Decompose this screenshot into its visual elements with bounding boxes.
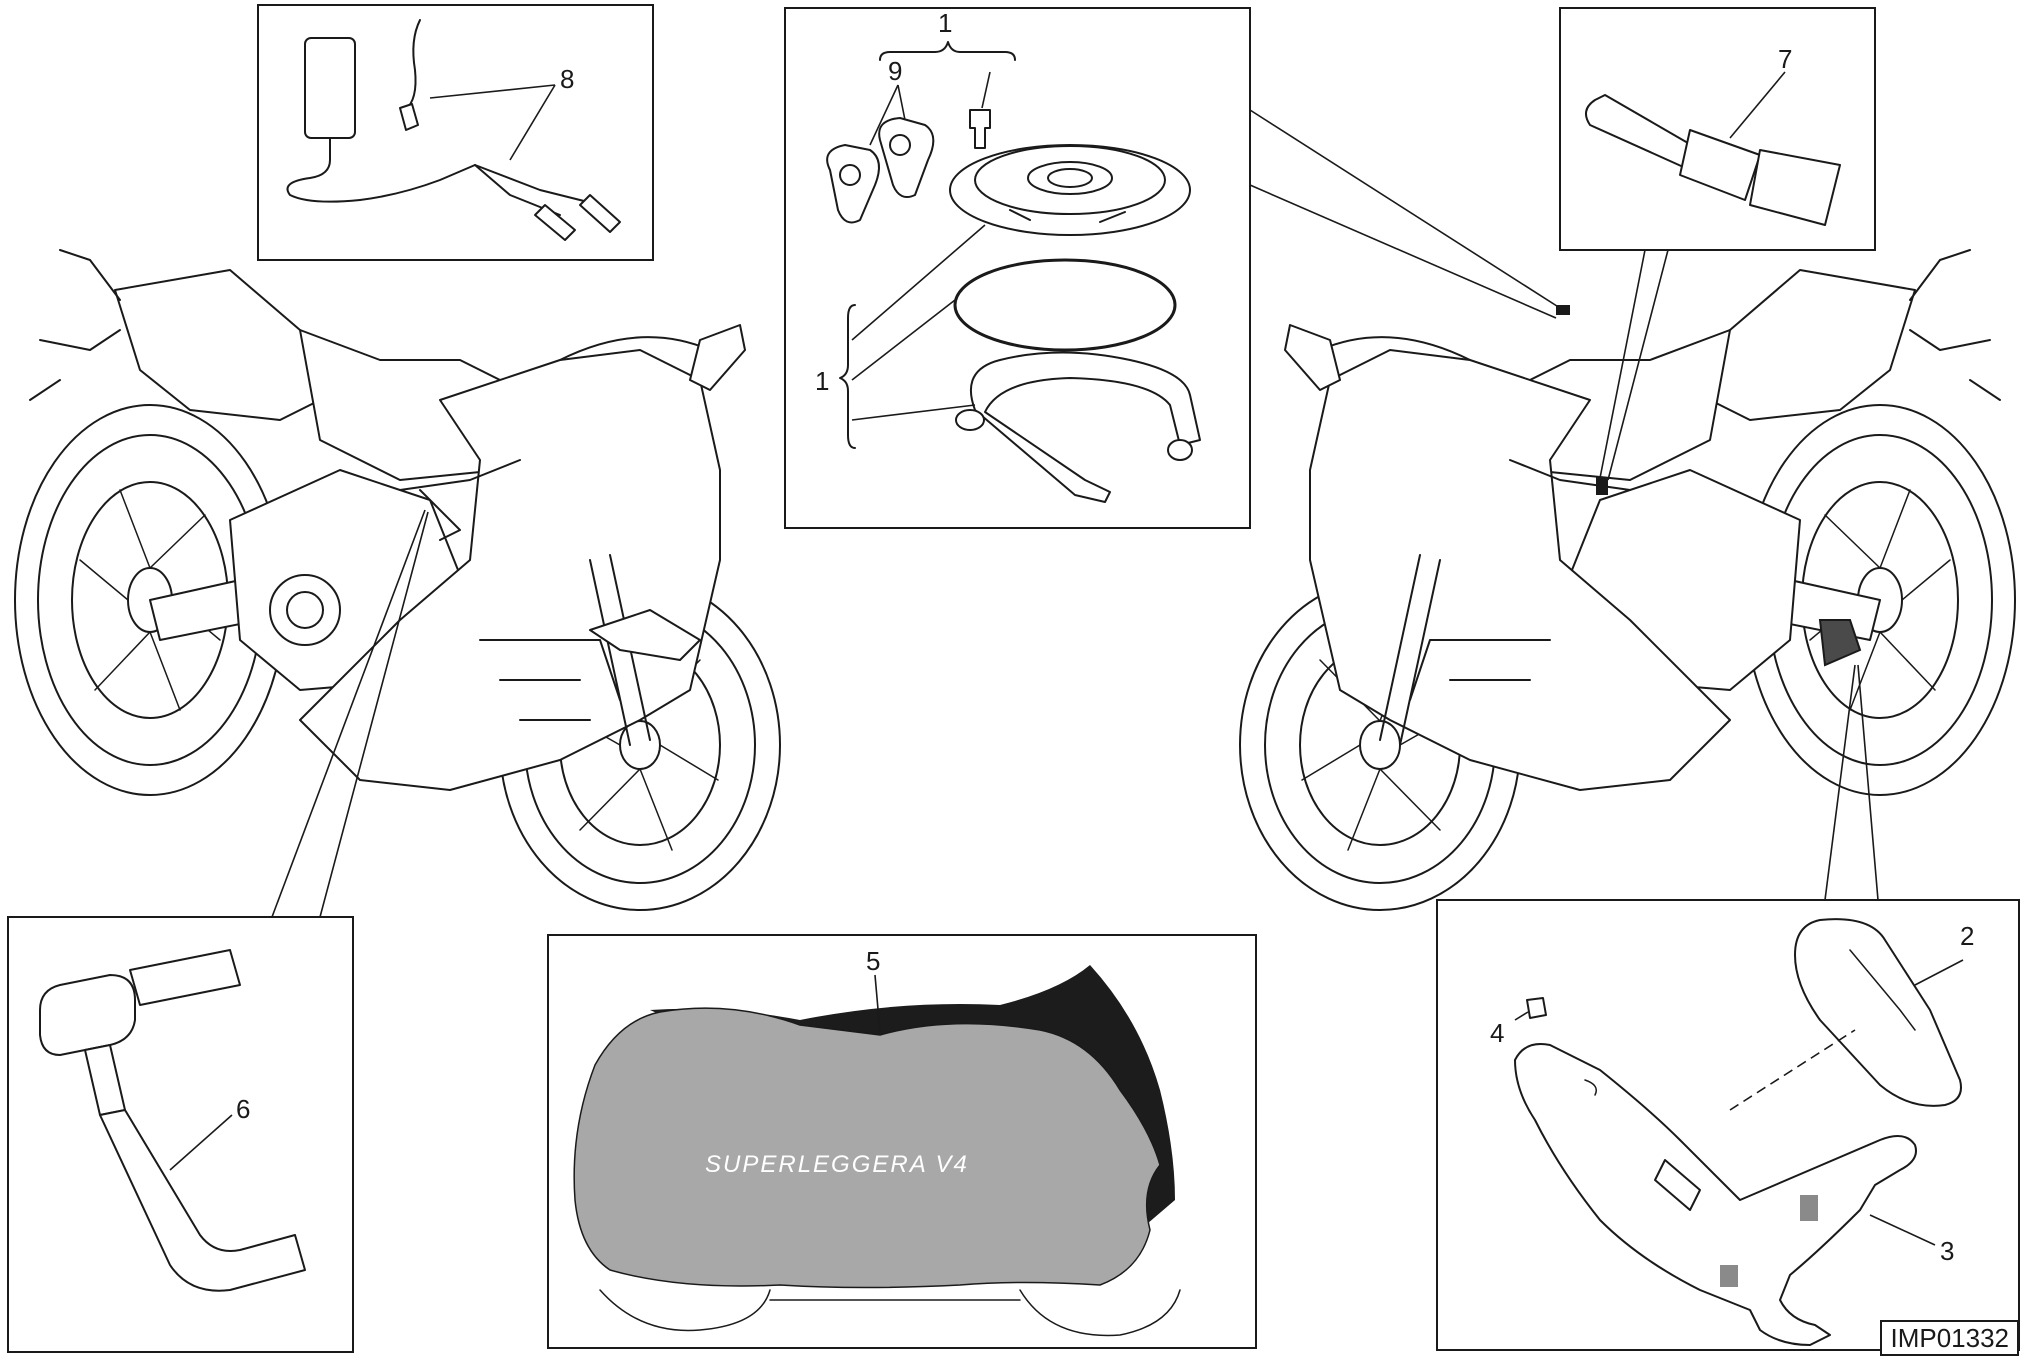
callout-6: 6 (236, 1094, 250, 1124)
license-plate-holder-icon (1514, 1043, 1917, 1346)
key-icon (826, 117, 935, 224)
callout-1-top: 1 (938, 8, 952, 38)
left-motorcycle-icon (14, 249, 781, 911)
callout-2: 2 (1960, 921, 1974, 951)
cover-print: SUPERLEGGERA V4 (705, 1151, 969, 1178)
callout-4: 4 (1490, 1018, 1504, 1048)
reference-code: IMP01332 (1880, 1320, 2019, 1356)
callout-9: 9 (888, 56, 902, 86)
lever-guard-panel: 6 (7, 916, 354, 1353)
grip-icon (1585, 94, 1841, 226)
bike-cover-panel: SUPERLEGGERA V4 5 (547, 934, 1257, 1349)
location-leaders (271, 109, 1879, 918)
right-motorcycle-icon (1239, 249, 2016, 911)
callout-7: 7 (1778, 44, 1792, 74)
fuel-cap-kit-icon (949, 144, 1201, 503)
fuel-cap-panel: 1 9 1 (784, 7, 1251, 529)
mirror-panel: 2 3 4 (1436, 899, 2020, 1351)
brake-lever-guard-icon (39, 949, 306, 1292)
callout-3: 3 (1940, 1236, 1954, 1266)
callout-5: 5 (866, 946, 880, 976)
grip-panel: 7 (1559, 7, 1876, 251)
mirror-icon (1794, 918, 1962, 1107)
charger-panel: 8 (257, 4, 654, 261)
callout-1-left: 1 (815, 366, 829, 396)
bike-cover-icon: SUPERLEGGERA V4 (573, 965, 1181, 1337)
callout-8: 8 (560, 64, 574, 94)
battery-charger-icon (286, 19, 621, 241)
